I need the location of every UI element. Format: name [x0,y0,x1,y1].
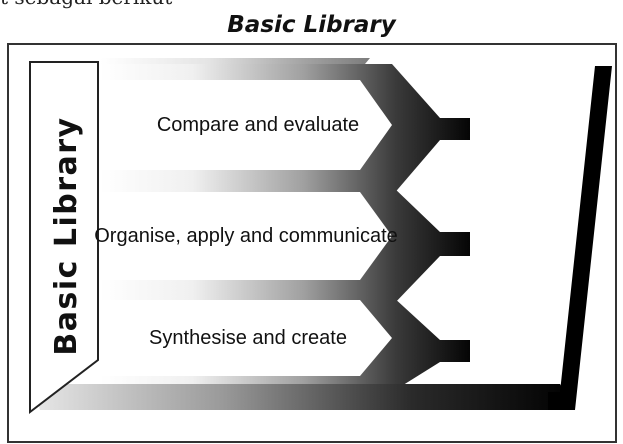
label-plate-3 [100,300,392,376]
vertical-label-box [29,61,99,415]
label-plate-2 [100,192,392,280]
step-label-3: Synthesise and create [149,327,347,349]
label-plate-1 [100,80,392,170]
vertical-label: Basic Library [49,116,84,355]
base-bar [32,384,575,410]
figure-caption: Basic Library [227,12,396,38]
step-label-2: Organise, apply and communicate [94,225,398,247]
right-bracket [548,66,612,410]
cut-off-sentence: t sebagai berikut [0,0,172,9]
step-label-1: Compare and evaluate [157,114,359,136]
